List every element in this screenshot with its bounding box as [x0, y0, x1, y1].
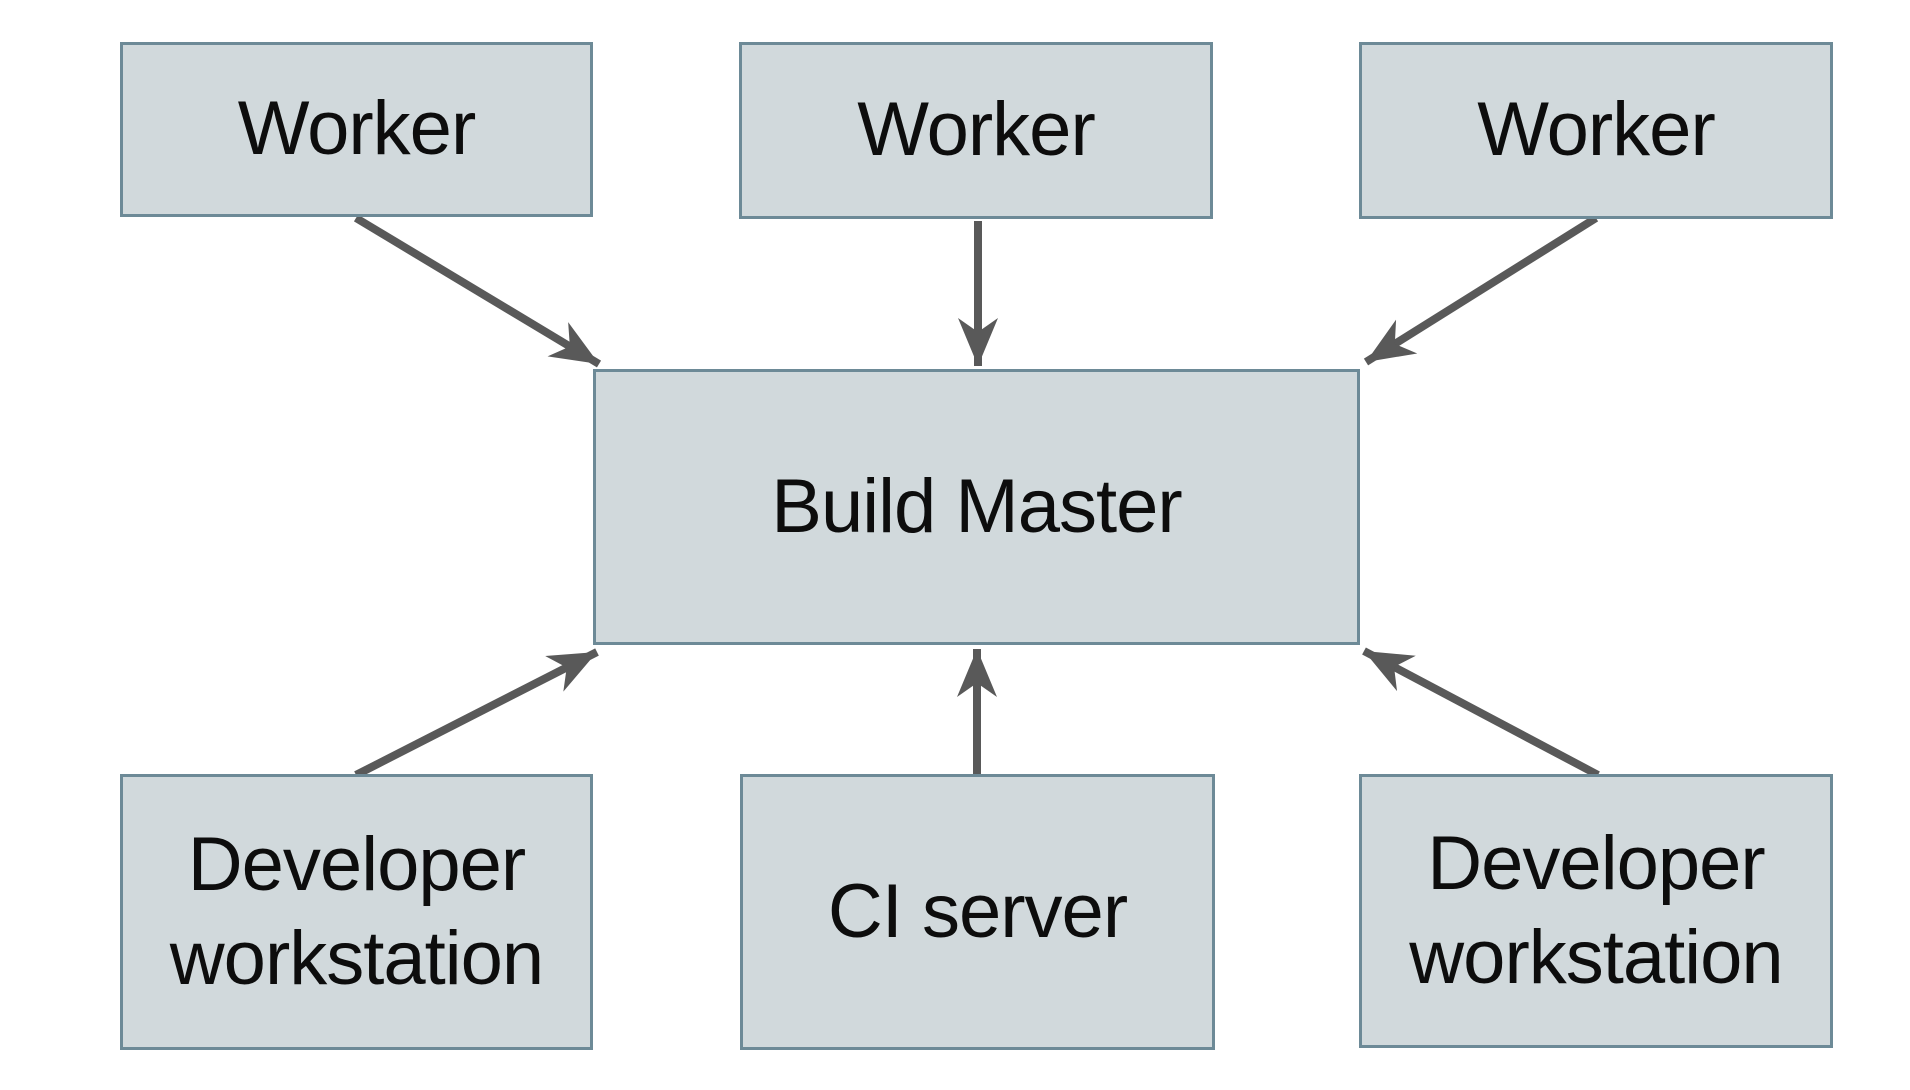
node-worker-2: Worker [739, 42, 1213, 219]
node-developer-workstation-left: Developer workstation [120, 774, 593, 1050]
node-developer-workstation-left-label: Developer workstation [169, 821, 544, 1001]
node-build-master-label: Build Master [771, 463, 1182, 549]
node-worker-1: Worker [120, 42, 593, 217]
arrow-dev_workstation_left-to-build_master [354, 648, 599, 779]
node-developer-workstation-right-label: Developer workstation [1409, 820, 1783, 1000]
node-developer-workstation-right: Developer workstation [1359, 774, 1833, 1048]
node-worker-3: Worker [1359, 42, 1833, 219]
node-worker-1-label: Worker [237, 86, 477, 172]
arrow-worker_3-to-build_master [1363, 214, 1599, 366]
arrow-worker_1-to-build_master [353, 214, 602, 368]
node-ci-server: CI server [740, 774, 1215, 1050]
node-worker-3-label: Worker [1477, 87, 1716, 173]
node-worker-2-label: Worker [857, 87, 1096, 173]
node-ci-server-label: CI server [827, 868, 1128, 954]
node-build-master: Build Master [593, 369, 1360, 645]
arrow-dev_workstation_right-to-build_master [1362, 647, 1600, 779]
